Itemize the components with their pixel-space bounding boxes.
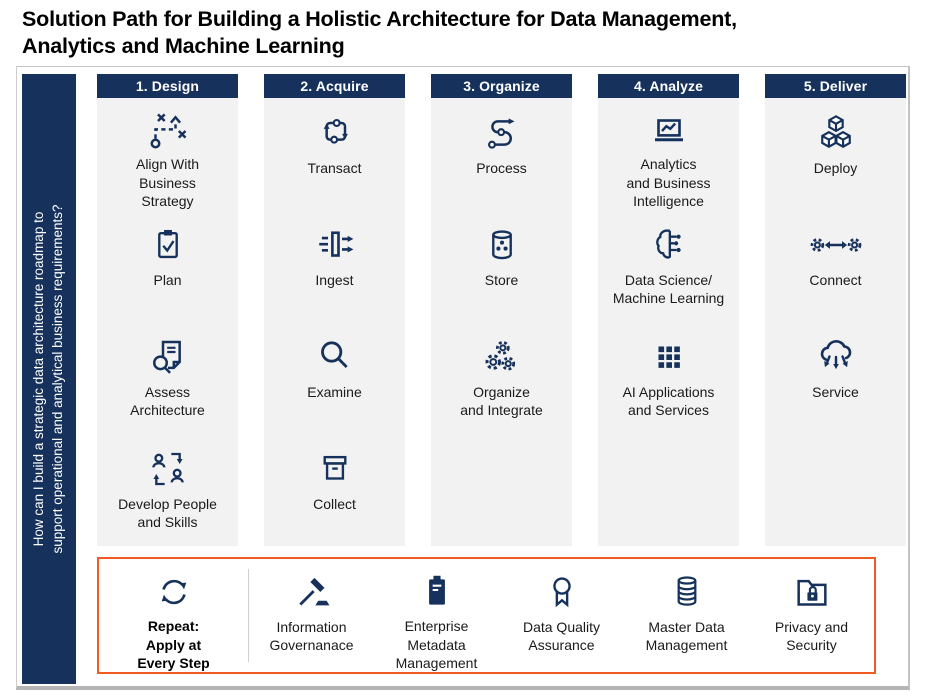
grid-icon [651, 335, 687, 379]
column-deliver-header: 5. Deliver [765, 74, 906, 98]
organize-item-integrate: Organize and Integrate [431, 322, 572, 434]
item-label: Information Governanace [269, 619, 354, 654]
column-organize-header: 3. Organize [431, 74, 572, 98]
document-magnifier-icon [148, 335, 188, 379]
column-design-header: 1. Design [97, 74, 238, 98]
cubes-icon [816, 111, 856, 155]
analyze-item-bi: Analytics and Business Intelligence [598, 98, 739, 210]
item-label: Develop People and Skills [118, 496, 217, 531]
strategy-path-icon [148, 111, 188, 151]
item-label: Plan [153, 272, 182, 288]
item-label: Collect [313, 496, 356, 512]
sidebar-question-text: How can I build a strategic data archite… [31, 204, 65, 554]
page-title: Solution Path for Building a Holistic Ar… [22, 7, 737, 58]
mdm-cell: Master Data Management [624, 559, 749, 672]
repeat-box: Repeat: Apply at Every Step Information … [97, 557, 876, 674]
magnifier-icon [315, 335, 355, 379]
award-icon [543, 568, 581, 616]
item-label: Analytics and Business Intelligence [626, 156, 711, 209]
repeat-cell: Repeat: Apply at Every Step [99, 559, 248, 672]
quality-cell: Data Quality Assurance [499, 559, 624, 672]
column-design: 1. Design Align With Business Strategy [97, 74, 238, 546]
item-label: Data Science/ Machine Learning [612, 272, 725, 307]
governance-cell: Information Governanace [249, 559, 374, 672]
design-item-develop: Develop People and Skills [97, 434, 238, 546]
diagram-container: How can I build a strategic data archite… [16, 66, 910, 690]
repeat-label: Repeat: Apply at Every Step [137, 618, 210, 671]
column-analyze: 4. Analyze Analytics and Business Intell… [598, 74, 739, 546]
item-label: Transact [307, 160, 362, 176]
sidebar-question-band: How can I build a strategic data archite… [22, 74, 76, 684]
item-label: Align With Business Strategy [135, 156, 200, 209]
privacy-cell: Privacy and Security [749, 559, 874, 672]
item-label: Data Quality Assurance [522, 619, 601, 654]
column-deliver: 5. Deliver [765, 74, 906, 546]
laptop-chart-icon [648, 111, 690, 151]
deliver-item-deploy: Deploy [765, 98, 906, 210]
column-acquire-header: 2. Acquire [264, 74, 405, 98]
item-label: Service [812, 384, 859, 400]
item-label: Organize and Integrate [460, 384, 543, 419]
acquire-item-transact: Transact [264, 98, 405, 210]
item-label: Connect [809, 272, 862, 288]
analyze-item-ds-ml: Data Science/ Machine Learning [598, 210, 739, 322]
gavel-icon [292, 568, 332, 616]
item-label: Ingest [315, 272, 354, 288]
clipboard-check-icon [149, 223, 187, 267]
item-label: Master Data Management [645, 619, 728, 654]
gears-arrows-icon [810, 223, 862, 267]
item-label: AI Applications and Services [622, 384, 715, 419]
item-label: Deploy [813, 160, 858, 176]
deliver-item-service: Service [765, 322, 906, 434]
ingest-icon [314, 223, 356, 267]
analyze-item-ai-apps: AI Applications and Services [598, 322, 739, 434]
design-item-assess: Assess Architecture [97, 322, 238, 434]
acquire-item-collect: Collect [264, 434, 405, 546]
folder-lock-icon [792, 568, 832, 616]
archive-box-icon [316, 447, 354, 491]
column-organize: 3. Organize Process [431, 74, 572, 546]
column-analyze-header: 4. Analyze [598, 74, 739, 98]
organize-item-process: Process [431, 98, 572, 210]
acquire-item-ingest: Ingest [264, 210, 405, 322]
cloud-arrows-icon [815, 335, 857, 379]
acquire-item-examine: Examine [264, 322, 405, 434]
refresh-icon [154, 568, 194, 615]
organize-item-store: Store [431, 210, 572, 322]
column-acquire: 2. Acquire Transact [264, 74, 405, 546]
item-label: Enterprise Metadata Management [395, 618, 478, 671]
item-label: Store [484, 272, 519, 288]
brain-circuit-icon [649, 223, 689, 267]
divider [248, 569, 249, 662]
gears-icon [482, 335, 522, 379]
deliver-item-connect: Connect [765, 210, 906, 322]
process-flow-icon [482, 111, 522, 155]
database-stack-icon [668, 568, 706, 616]
item-label: Examine [307, 384, 362, 400]
people-exchange-icon [148, 447, 188, 491]
item-label: Assess Architecture [130, 384, 205, 419]
transact-loop-icon [315, 111, 355, 155]
item-label: Process [476, 160, 527, 176]
design-item-plan: Plan [97, 210, 238, 322]
design-item-align: Align With Business Strategy [97, 98, 238, 210]
metadata-cell: Enterprise Metadata Management [374, 559, 499, 672]
item-label: Privacy and Security [774, 619, 849, 654]
database-dots-icon [483, 223, 521, 267]
clipboard-filled-icon [418, 568, 456, 615]
